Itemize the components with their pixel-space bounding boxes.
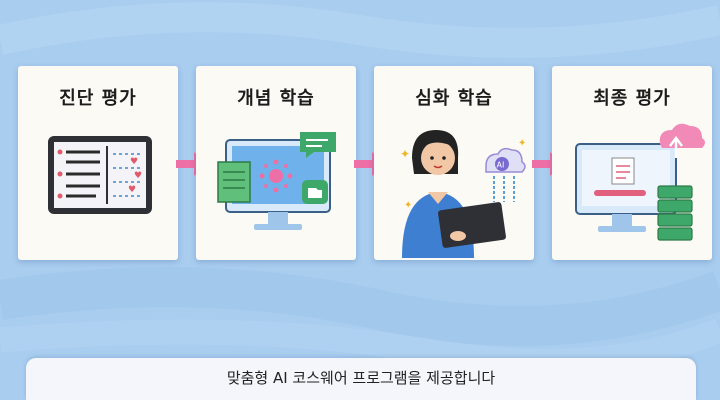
computer-cloud-upload-icon: [575, 123, 705, 241]
step-title: 심화 학습: [415, 88, 493, 109]
step-title: 최종 평가: [593, 88, 671, 109]
svg-text:✦: ✦: [404, 200, 412, 211]
ai-badge-label: AI: [497, 161, 505, 170]
computer-lesson-icon: [217, 132, 336, 230]
step-card-concept: 개념 학습: [196, 66, 356, 260]
step-card-diagnostic: 진단 평가 ♥ ♥ ♥: [18, 66, 178, 260]
step-card-advanced: 심화 학습 AI ✦ ✦ ✦: [374, 66, 534, 260]
svg-text:♥: ♥: [128, 185, 136, 195]
step-title: 개념 학습: [237, 88, 315, 109]
svg-text:✦: ✦: [518, 138, 526, 149]
svg-text:♥: ♥: [134, 171, 142, 181]
caption-banner: 맞춤형 AI 코스웨어 프로그램을 제공합니다: [26, 358, 696, 400]
student-tablet-ai-icon: AI ✦ ✦ ✦: [400, 130, 526, 258]
step-card-final: 최종 평가: [552, 66, 712, 260]
svg-text:✦: ✦: [400, 147, 410, 161]
svg-text:♥: ♥: [130, 157, 138, 167]
step-title: 진단 평가: [59, 88, 137, 109]
tablet-quiz-icon: ♥ ♥ ♥: [48, 136, 152, 214]
